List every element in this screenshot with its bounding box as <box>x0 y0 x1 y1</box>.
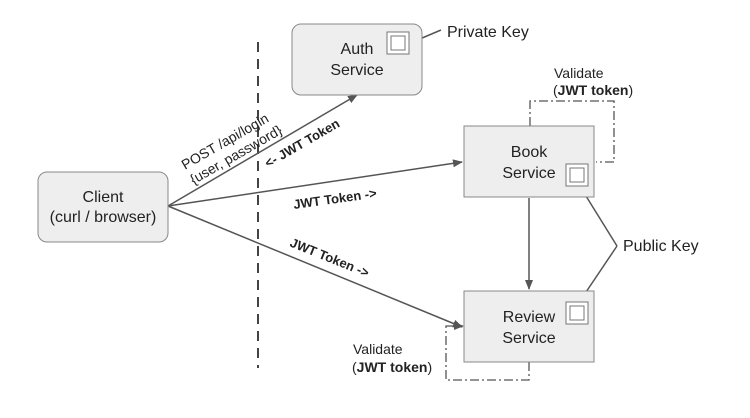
token-to-review-label: JWT Token -> <box>288 235 372 280</box>
validate-note-review-close: ) <box>427 359 432 375</box>
edge-client-to-book <box>167 159 463 207</box>
public-key-pointer-book <box>580 187 618 247</box>
node-book-label-2: Service <box>502 165 555 182</box>
node-auth-label-1: Auth <box>341 41 374 58</box>
validate-note-book: Validate (JWT token) <box>553 65 633 98</box>
validate-note-review-line-1: Validate <box>353 341 403 357</box>
edge-client-to-review <box>167 205 463 328</box>
node-client-label-1: Client <box>83 189 124 206</box>
validate-loop-review <box>445 322 530 381</box>
node-auth-label-2: Service <box>330 62 383 79</box>
private-key-label: Private Key <box>447 24 529 41</box>
node-review-label-2: Service <box>502 330 555 347</box>
node-book-label-1: Book <box>511 144 548 161</box>
validate-note-review-line-2: (JWT token) <box>352 359 432 375</box>
token-to-book-label: JWT Token -> <box>292 185 378 212</box>
validate-note-book-line-1: Validate <box>554 65 604 81</box>
node-client: Client (curl / browser) <box>37 171 169 243</box>
validate-note-book-open: ( <box>553 82 558 98</box>
validate-note-book-close: ) <box>628 82 633 98</box>
key-icon <box>386 31 410 55</box>
key-icon <box>565 163 589 187</box>
node-book-service: Book Service <box>463 125 595 198</box>
node-review-label-1: Review <box>503 309 556 326</box>
key-icon <box>565 301 589 325</box>
validate-note-book-line-2: (JWT token) <box>553 82 633 98</box>
node-client-label-2: (curl / browser) <box>50 209 157 226</box>
validate-note-review-open: ( <box>352 359 357 375</box>
edge-client-to-auth <box>167 94 358 207</box>
node-auth-service: Auth Service <box>291 23 423 96</box>
validate-note-review-token: JWT token <box>357 359 428 375</box>
validate-note-review: Validate (JWT token) <box>352 341 432 375</box>
validate-loop-book <box>529 100 615 163</box>
node-review-service: Review Service <box>463 290 595 363</box>
public-key-label: Public Key <box>623 238 699 255</box>
validate-note-book-token: JWT token <box>558 82 629 98</box>
